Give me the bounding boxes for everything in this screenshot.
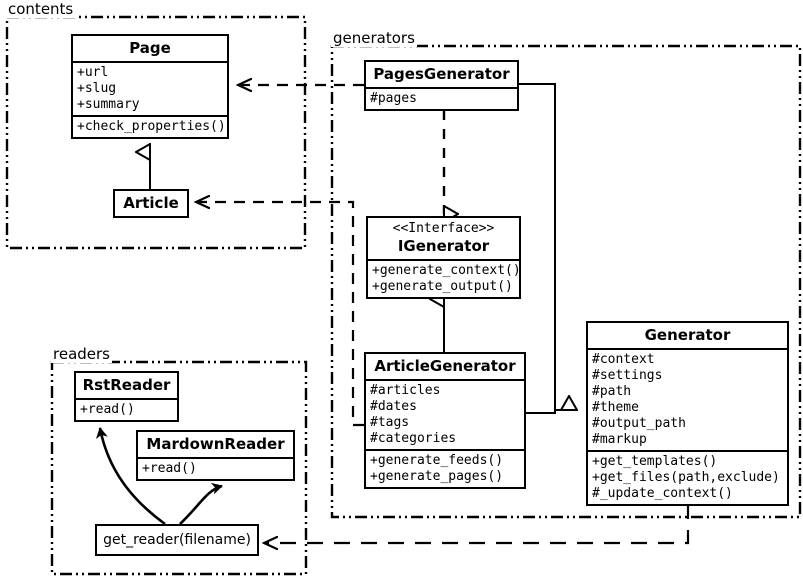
attribute-row: #output_path [592,416,686,431]
attribute-row: #pages [370,91,417,106]
class-box-article[interactable]: Article [113,189,189,218]
operation-row: +get_files(path,exclude) [592,470,780,485]
class-box-mardownreader[interactable]: MardownReader +read() [136,430,295,481]
package-frame-contents [5,15,307,250]
package-label-readers: readers [51,345,112,363]
attribute-row: #theme [592,400,639,415]
class-box-page[interactable]: Page +url +slug +summary +check_properti… [71,34,229,139]
class-attributes-page: +url +slug +summary [73,61,227,115]
class-name-rstreader: RstReader [82,376,171,394]
relationship-articlegenerator-article [196,202,364,427]
class-box-articlegenerator[interactable]: ArticleGenerator #articles #dates #tags … [364,352,526,489]
operation-row: +read() [142,461,197,476]
operation-row: +generate_pages() [370,469,504,484]
relationship-getreader-mardownreader [179,482,223,525]
attribute-row: +url [77,65,109,80]
function-box-get-reader[interactable]: get_reader(filename) [95,524,259,556]
attribute-row: #settings [592,368,663,383]
class-attributes-pagesgenerator: #pages [366,87,517,109]
class-operations-articlegenerator: +generate_feeds() +generate_pages() [366,449,524,487]
function-name-get-reader: get_reader(filename) [103,532,251,548]
class-box-igenerator[interactable]: <<Interface>> IGenerator +generate_conte… [366,216,521,299]
operation-row: +check_properties() [77,119,226,134]
class-name-generator: Generator [644,326,731,344]
attribute-row: #markup [592,432,647,447]
operation-row: +generate_output() [372,279,513,294]
class-operations-igenerator: +generate_context() +generate_output() [368,259,521,297]
class-stereotype-igenerator: <<Interface>> [392,221,495,236]
attribute-row: #dates [370,399,417,414]
class-name-label-igenerator: IGenerator [397,237,490,255]
class-name-page: Page [129,39,171,57]
package-label-generators: generators [331,29,417,47]
operation-row: +read() [80,402,135,417]
class-name-articlegenerator: ArticleGenerator [374,357,516,375]
attribute-row: +slug [77,81,117,96]
attribute-row: #categories [370,431,457,446]
attribute-row: +summary [77,97,140,112]
relationship-pagesgenerator-generator [519,83,569,411]
package-label-contents: contents [6,0,76,18]
class-box-pagesgenerator[interactable]: PagesGenerator #pages [364,60,519,111]
operation-row: +generate_context() [372,263,521,278]
class-operations-generator: +get_templates() +get_files(path,exclude… [588,450,787,504]
class-box-generator[interactable]: Generator #context #settings #path #them… [586,321,789,506]
class-operations-rstreader: +read() [76,398,177,420]
operation-row: +generate_feeds() [370,453,504,468]
operation-row: +get_templates() [592,454,718,469]
class-name-pagesgenerator: PagesGenerator [373,65,510,83]
class-operations-page: +check_properties() [73,115,227,137]
relationship-getreader-rstreader [95,427,166,526]
attribute-row: #path [592,384,632,399]
class-attributes-articlegenerator: #articles #dates #tags #categories [366,379,524,449]
operation-row: #_update_context() [592,486,733,501]
attribute-row: #articles [370,383,441,398]
attribute-row: #tags [370,415,410,430]
class-name-mardownreader: MardownReader [146,435,285,453]
relationship-articlegenerator-generator [526,409,569,414]
relationship-generator-getreader [264,503,690,543]
attribute-row: #context [592,352,655,367]
class-operations-mardownreader: +read() [138,457,293,479]
package-frame-readers [50,360,308,576]
class-name-igenerator: <<Interface>> IGenerator [368,218,519,259]
class-name-article: Article [123,194,179,212]
class-box-rstreader[interactable]: RstReader +read() [74,371,179,422]
class-attributes-generator: #context #settings #path #theme #output_… [588,348,787,450]
package-frame-generators [330,44,802,519]
